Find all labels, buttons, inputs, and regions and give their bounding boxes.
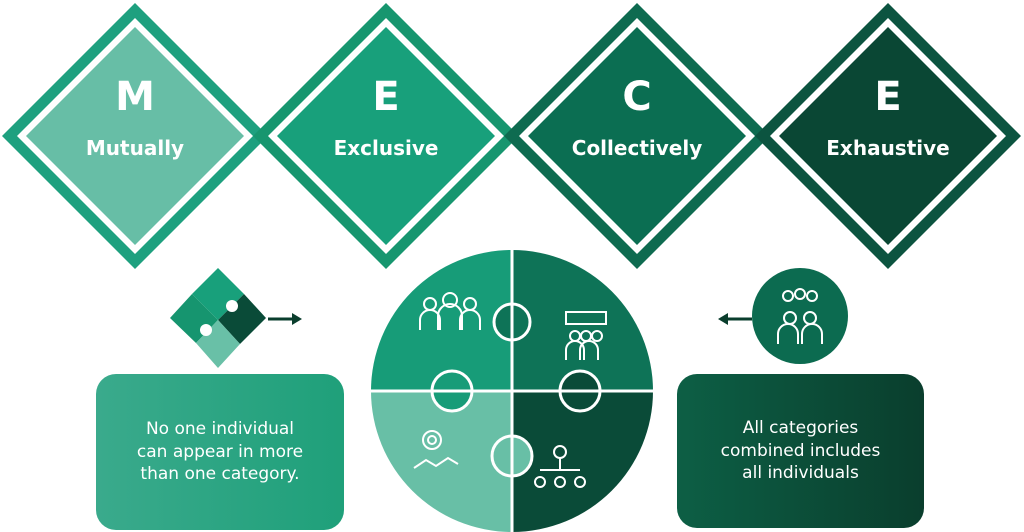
puzzle-circle [368, 247, 656, 532]
puzzle-piece-top-right [512, 250, 653, 391]
team-icon [419, 292, 481, 330]
callout-mutually-exclusive: No one individual can appear in more tha… [96, 374, 344, 530]
idea-network-icon [534, 445, 586, 488]
letter-m: M [115, 74, 155, 120]
callout-right-text: All categories combined includes all ind… [720, 417, 881, 484]
arrow-left-icon [718, 313, 752, 325]
puzzle-piece-top-left [371, 250, 512, 391]
letter-c: C [622, 74, 652, 120]
word-mutually: Mutually [85, 136, 185, 160]
letter-e-exclusive: E [372, 74, 400, 120]
puzzle-icon [165, 262, 271, 372]
word-exhaustive: Exhaustive [826, 136, 950, 160]
puzzle-piece-bottom-right [512, 391, 653, 532]
arrow-right-icon [268, 313, 302, 325]
callout-left-text: No one individual can appear in more tha… [136, 418, 304, 485]
gear-handshake-icon [413, 430, 459, 469]
meeting-icon [565, 311, 607, 360]
diamond-fill-exclusive [277, 27, 495, 245]
diamond-fills [26, 27, 997, 245]
group-icon [752, 268, 848, 364]
word-exclusive: Exclusive [333, 136, 439, 160]
diamond-fill-mutually [26, 27, 244, 245]
diamond-fill-collectively [528, 27, 746, 245]
word-collectively: Collectively [571, 136, 703, 160]
callout-collectively-exhaustive: All categories combined includes all ind… [677, 374, 924, 528]
diamond-fill-exhaustive [779, 27, 997, 245]
letter-e-exhaustive: E [874, 74, 902, 120]
